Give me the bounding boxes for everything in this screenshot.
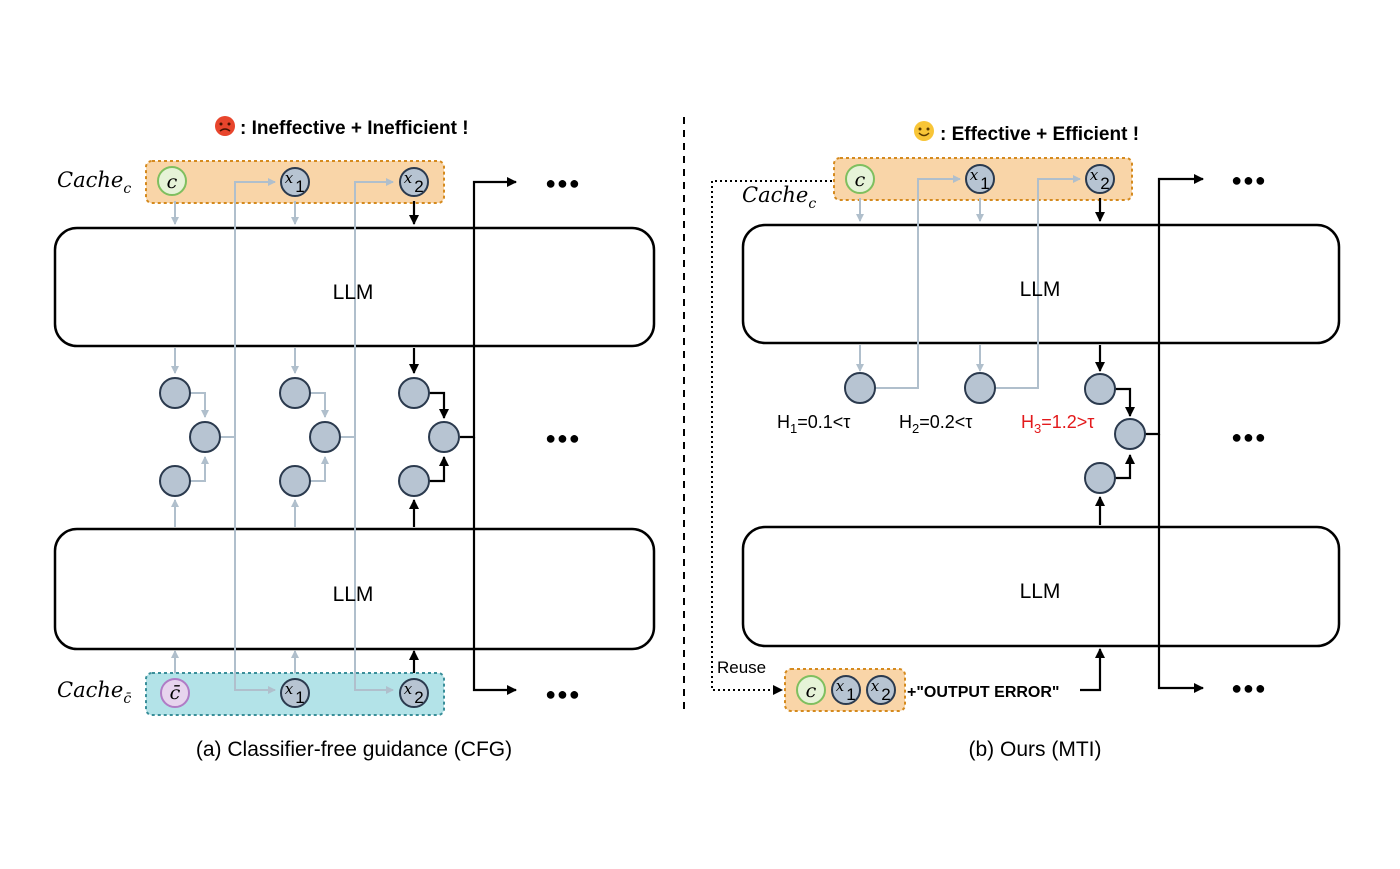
llm-bottom-box-b bbox=[741, 525, 1341, 648]
svg-text:c: c bbox=[167, 171, 178, 193]
nodes-b bbox=[844, 372, 1146, 494]
token-x2 bbox=[866, 675, 896, 705]
svg-text:2: 2 bbox=[414, 177, 423, 196]
svg-text:c̄: c̄ bbox=[170, 682, 181, 704]
cache-c-tokens: c x 1 x 2 bbox=[157, 166, 429, 197]
ellipsis: ●●● bbox=[545, 173, 581, 193]
svg-text:c: c bbox=[806, 680, 817, 702]
panel-a-header: : Ineffective + Inefficient ! bbox=[215, 116, 469, 139]
reuse-path bbox=[711, 180, 832, 695]
grey-connectors-b bbox=[856, 175, 1081, 389]
black-connectors-a bbox=[409, 177, 517, 695]
panel-b-header-text: : Effective + Efficient ! bbox=[940, 124, 1139, 145]
panel-b: : Effective + Efficient ! Cachec bbox=[711, 121, 1341, 761]
cache-cbar-tokens: c̄ x 1 x 2 bbox=[160, 678, 429, 708]
cache-c-label: Cachec bbox=[57, 168, 131, 197]
token-x1 bbox=[965, 164, 995, 194]
node bbox=[279, 377, 311, 409]
node bbox=[1084, 462, 1116, 494]
ellipsis: ●●● bbox=[1231, 678, 1267, 698]
svg-text:x: x bbox=[404, 680, 413, 698]
ellipsis: ●●● bbox=[545, 428, 581, 448]
node bbox=[279, 465, 311, 497]
cache-cbar-label: Cachec̄ bbox=[57, 678, 132, 707]
node bbox=[964, 372, 996, 404]
nodes-a bbox=[159, 377, 460, 497]
svg-text:x: x bbox=[871, 677, 880, 695]
cache-c-tokens-b: c x 1 x 2 bbox=[845, 164, 1115, 194]
llm-label: LLM bbox=[333, 281, 374, 304]
ellipsis: ●●● bbox=[1231, 427, 1267, 447]
llm-label: LLM bbox=[1020, 580, 1061, 603]
angry-emoji-icon bbox=[215, 116, 235, 136]
svg-text:1: 1 bbox=[846, 685, 855, 704]
node bbox=[1084, 373, 1116, 405]
node bbox=[428, 421, 460, 453]
svg-text:x: x bbox=[404, 169, 413, 187]
svg-text:x: x bbox=[285, 680, 294, 698]
reuse-cache-tokens: c x 1 x 2 bbox=[796, 675, 896, 705]
svg-text:x: x bbox=[1090, 166, 1099, 184]
node bbox=[1114, 418, 1146, 450]
token-c bbox=[157, 166, 187, 196]
svg-text:1: 1 bbox=[295, 177, 304, 196]
token-cbar bbox=[160, 678, 190, 708]
token-x1 bbox=[280, 167, 310, 197]
black-connectors-b bbox=[1080, 174, 1204, 693]
output-error-label: +"OUTPUT ERROR" bbox=[907, 684, 1060, 701]
llm-top-box-b bbox=[741, 223, 1341, 345]
node bbox=[159, 377, 191, 409]
node bbox=[398, 465, 430, 497]
token-x2 bbox=[1085, 164, 1115, 194]
panel-b-caption: (b) Ours (MTI) bbox=[969, 738, 1102, 761]
llm-label: LLM bbox=[333, 583, 374, 606]
svg-text:2: 2 bbox=[414, 688, 423, 707]
ellipsis: ●●● bbox=[545, 684, 581, 704]
panel-a-caption: (a) Classifier-free guidance (CFG) bbox=[196, 738, 512, 761]
svg-text:x: x bbox=[836, 677, 845, 695]
panel-a-header-text: : Ineffective + Inefficient ! bbox=[240, 118, 469, 139]
grey-connectors-a bbox=[171, 178, 394, 694]
token-x1 bbox=[280, 678, 310, 708]
cache-c-label-b: Cachec bbox=[742, 183, 816, 212]
token-x2 bbox=[399, 678, 429, 708]
panel-a: : Ineffective + Inefficient ! Cachec Cac… bbox=[53, 116, 656, 761]
smile-emoji-icon bbox=[914, 121, 934, 141]
node bbox=[309, 421, 341, 453]
entropy-label-h2: H2=0.2<τ bbox=[899, 412, 972, 436]
node bbox=[159, 465, 191, 497]
panel-b-header: : Effective + Efficient ! bbox=[914, 121, 1139, 145]
svg-text:1: 1 bbox=[980, 174, 989, 193]
node bbox=[844, 372, 876, 404]
entropy-label-h1: H1=0.1<τ bbox=[777, 412, 850, 436]
svg-text:2: 2 bbox=[881, 685, 890, 704]
node bbox=[189, 421, 221, 453]
svg-text:x: x bbox=[970, 166, 979, 184]
ellipsis: ●●● bbox=[1231, 170, 1267, 190]
svg-text:x: x bbox=[285, 169, 294, 187]
token-x1 bbox=[831, 675, 861, 705]
svg-text:c: c bbox=[855, 169, 866, 191]
node bbox=[398, 377, 430, 409]
svg-text:2: 2 bbox=[1100, 174, 1109, 193]
token-c bbox=[845, 164, 875, 194]
entropy-label-h3: H3=1.2>τ bbox=[1021, 412, 1094, 436]
token-c bbox=[796, 675, 826, 705]
llm-label: LLM bbox=[1020, 278, 1061, 301]
token-x2 bbox=[399, 167, 429, 197]
svg-text:1: 1 bbox=[295, 688, 304, 707]
reuse-label: Reuse bbox=[717, 658, 766, 677]
